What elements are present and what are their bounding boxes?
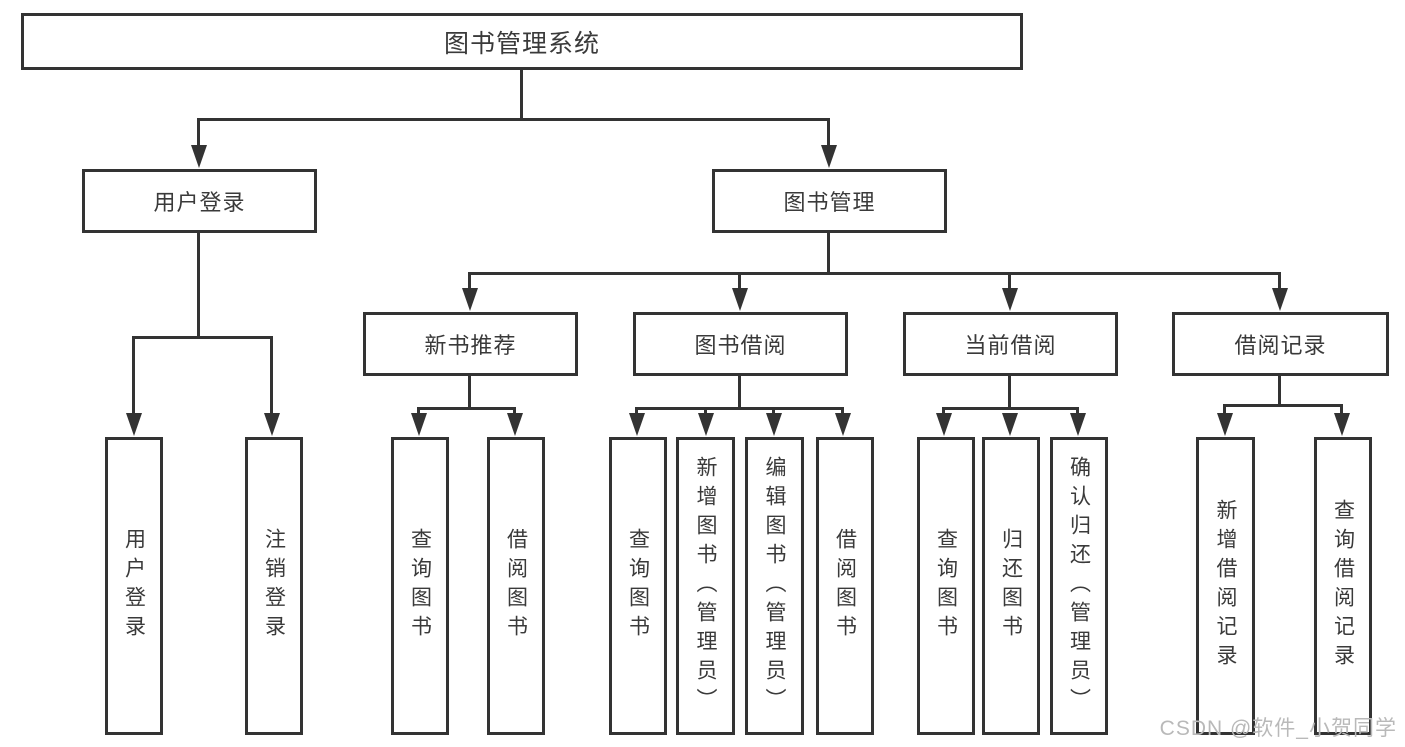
arrowhead-icon	[835, 413, 851, 436]
leaf-borrow-edit-books-admin-label: 编辑图书（管理员）	[763, 455, 786, 717]
system-root-label: 图书管理系统	[443, 29, 600, 58]
connector-line	[635, 407, 638, 415]
connector-line	[468, 272, 471, 290]
connector-line	[1008, 272, 1011, 290]
leaf-newbook-borrow-books: 借阅图书	[487, 437, 545, 735]
leaf-newbook-query-books: 查询图书	[391, 437, 449, 735]
leaf-current-query-books: 查询图书	[917, 437, 975, 735]
arrowhead-icon	[264, 413, 280, 436]
leaf-borrow-query-books-label: 查询图书	[626, 528, 650, 644]
arrowhead-icon	[629, 413, 645, 436]
arrowhead-icon	[821, 145, 837, 168]
leaf-logout-label: 注销登录	[262, 528, 286, 644]
arrowhead-icon	[1002, 413, 1018, 436]
connector-line	[1340, 404, 1343, 415]
node-user-login-label: 用户登录	[153, 190, 246, 215]
leaf-current-return-books: 归还图书	[982, 437, 1040, 735]
connector-line	[132, 336, 135, 415]
connector-line	[520, 70, 523, 118]
connector-line	[827, 233, 830, 275]
leaf-borrow-add-books-admin: 新增图书（管理员）	[676, 437, 735, 735]
node-borrow-record-label: 借阅记录	[1234, 333, 1327, 358]
node-user-login: 用户登录	[82, 169, 317, 233]
connector-line	[738, 272, 741, 290]
connector-line	[738, 376, 741, 410]
connector-line	[468, 272, 1281, 275]
connector-line	[417, 407, 420, 415]
arrowhead-icon	[1217, 413, 1233, 436]
leaf-current-return-books-label: 归还图书	[999, 528, 1023, 644]
connector-line	[197, 233, 200, 339]
leaf-user-login-label: 用户登录	[122, 528, 146, 644]
leaf-newbook-query-books-label: 查询图书	[408, 528, 432, 644]
connector-line	[635, 407, 844, 410]
arrowhead-icon	[698, 413, 714, 436]
arrowhead-icon	[1272, 288, 1288, 311]
connector-line	[197, 118, 830, 121]
connector-line	[468, 376, 471, 410]
node-book-management-label: 图书管理	[783, 190, 876, 215]
node-borrow-record: 借阅记录	[1172, 312, 1389, 376]
node-book-borrow-label: 图书借阅	[694, 333, 787, 358]
connector-line	[270, 336, 273, 415]
connector-line	[513, 407, 516, 415]
node-book-management: 图书管理	[712, 169, 947, 233]
arrowhead-icon	[191, 145, 207, 168]
leaf-current-confirm-return-admin: 确认归还（管理员）	[1050, 437, 1108, 735]
arrowhead-icon	[732, 288, 748, 311]
node-current-borrow-label: 当前借阅	[964, 333, 1057, 358]
leaf-record-query-record: 查询借阅记录	[1314, 437, 1372, 735]
leaf-borrow-borrow-books-label: 借阅图书	[833, 528, 857, 644]
node-book-borrow: 图书借阅	[633, 312, 848, 376]
connector-line	[827, 118, 830, 148]
leaf-record-query-record-label: 查询借阅记录	[1331, 499, 1355, 673]
leaf-borrow-add-books-admin-label: 新增图书（管理员）	[694, 455, 717, 717]
node-new-book-recommend-label: 新书推荐	[424, 333, 517, 358]
connector-line	[417, 407, 516, 410]
system-root-box: 图书管理系统	[21, 13, 1023, 70]
connector-line	[772, 407, 775, 415]
arrowhead-icon	[462, 288, 478, 311]
leaf-current-confirm-return-admin-label: 确认归还（管理员）	[1067, 455, 1091, 717]
leaf-record-add-record: 新增借阅记录	[1196, 437, 1255, 735]
leaf-borrow-borrow-books: 借阅图书	[816, 437, 874, 735]
connector-line	[841, 407, 844, 415]
leaf-current-query-books-label: 查询图书	[934, 528, 958, 644]
leaf-newbook-borrow-books-label: 借阅图书	[504, 528, 528, 644]
arrowhead-icon	[1002, 288, 1018, 311]
connector-line	[1223, 404, 1343, 407]
leaf-borrow-edit-books-admin: 编辑图书（管理员）	[745, 437, 804, 735]
connector-line	[132, 336, 273, 339]
leaf-borrow-query-books: 查询图书	[609, 437, 667, 735]
leaf-record-add-record-label: 新增借阅记录	[1214, 499, 1237, 673]
leaf-logout: 注销登录	[245, 437, 303, 735]
connector-line	[1008, 376, 1011, 410]
connector-line	[1223, 404, 1226, 415]
connector-line	[1278, 272, 1281, 290]
arrowhead-icon	[1334, 413, 1350, 436]
arrowhead-icon	[126, 413, 142, 436]
csdn-watermark: CSDN @软件_小贺同学	[1159, 717, 1397, 740]
arrowhead-icon	[766, 413, 782, 436]
arrowhead-icon	[936, 413, 952, 436]
connector-line	[197, 118, 200, 148]
connector-line	[942, 407, 1079, 410]
arrowhead-icon	[1070, 413, 1086, 436]
connector-line	[1278, 376, 1281, 407]
arrowhead-icon	[507, 413, 523, 436]
node-current-borrow: 当前借阅	[903, 312, 1118, 376]
leaf-user-login: 用户登录	[105, 437, 163, 735]
connector-line	[704, 407, 707, 415]
connector-line	[942, 407, 945, 415]
arrowhead-icon	[411, 413, 427, 436]
connector-line	[1076, 407, 1079, 415]
node-new-book-recommend: 新书推荐	[363, 312, 578, 376]
